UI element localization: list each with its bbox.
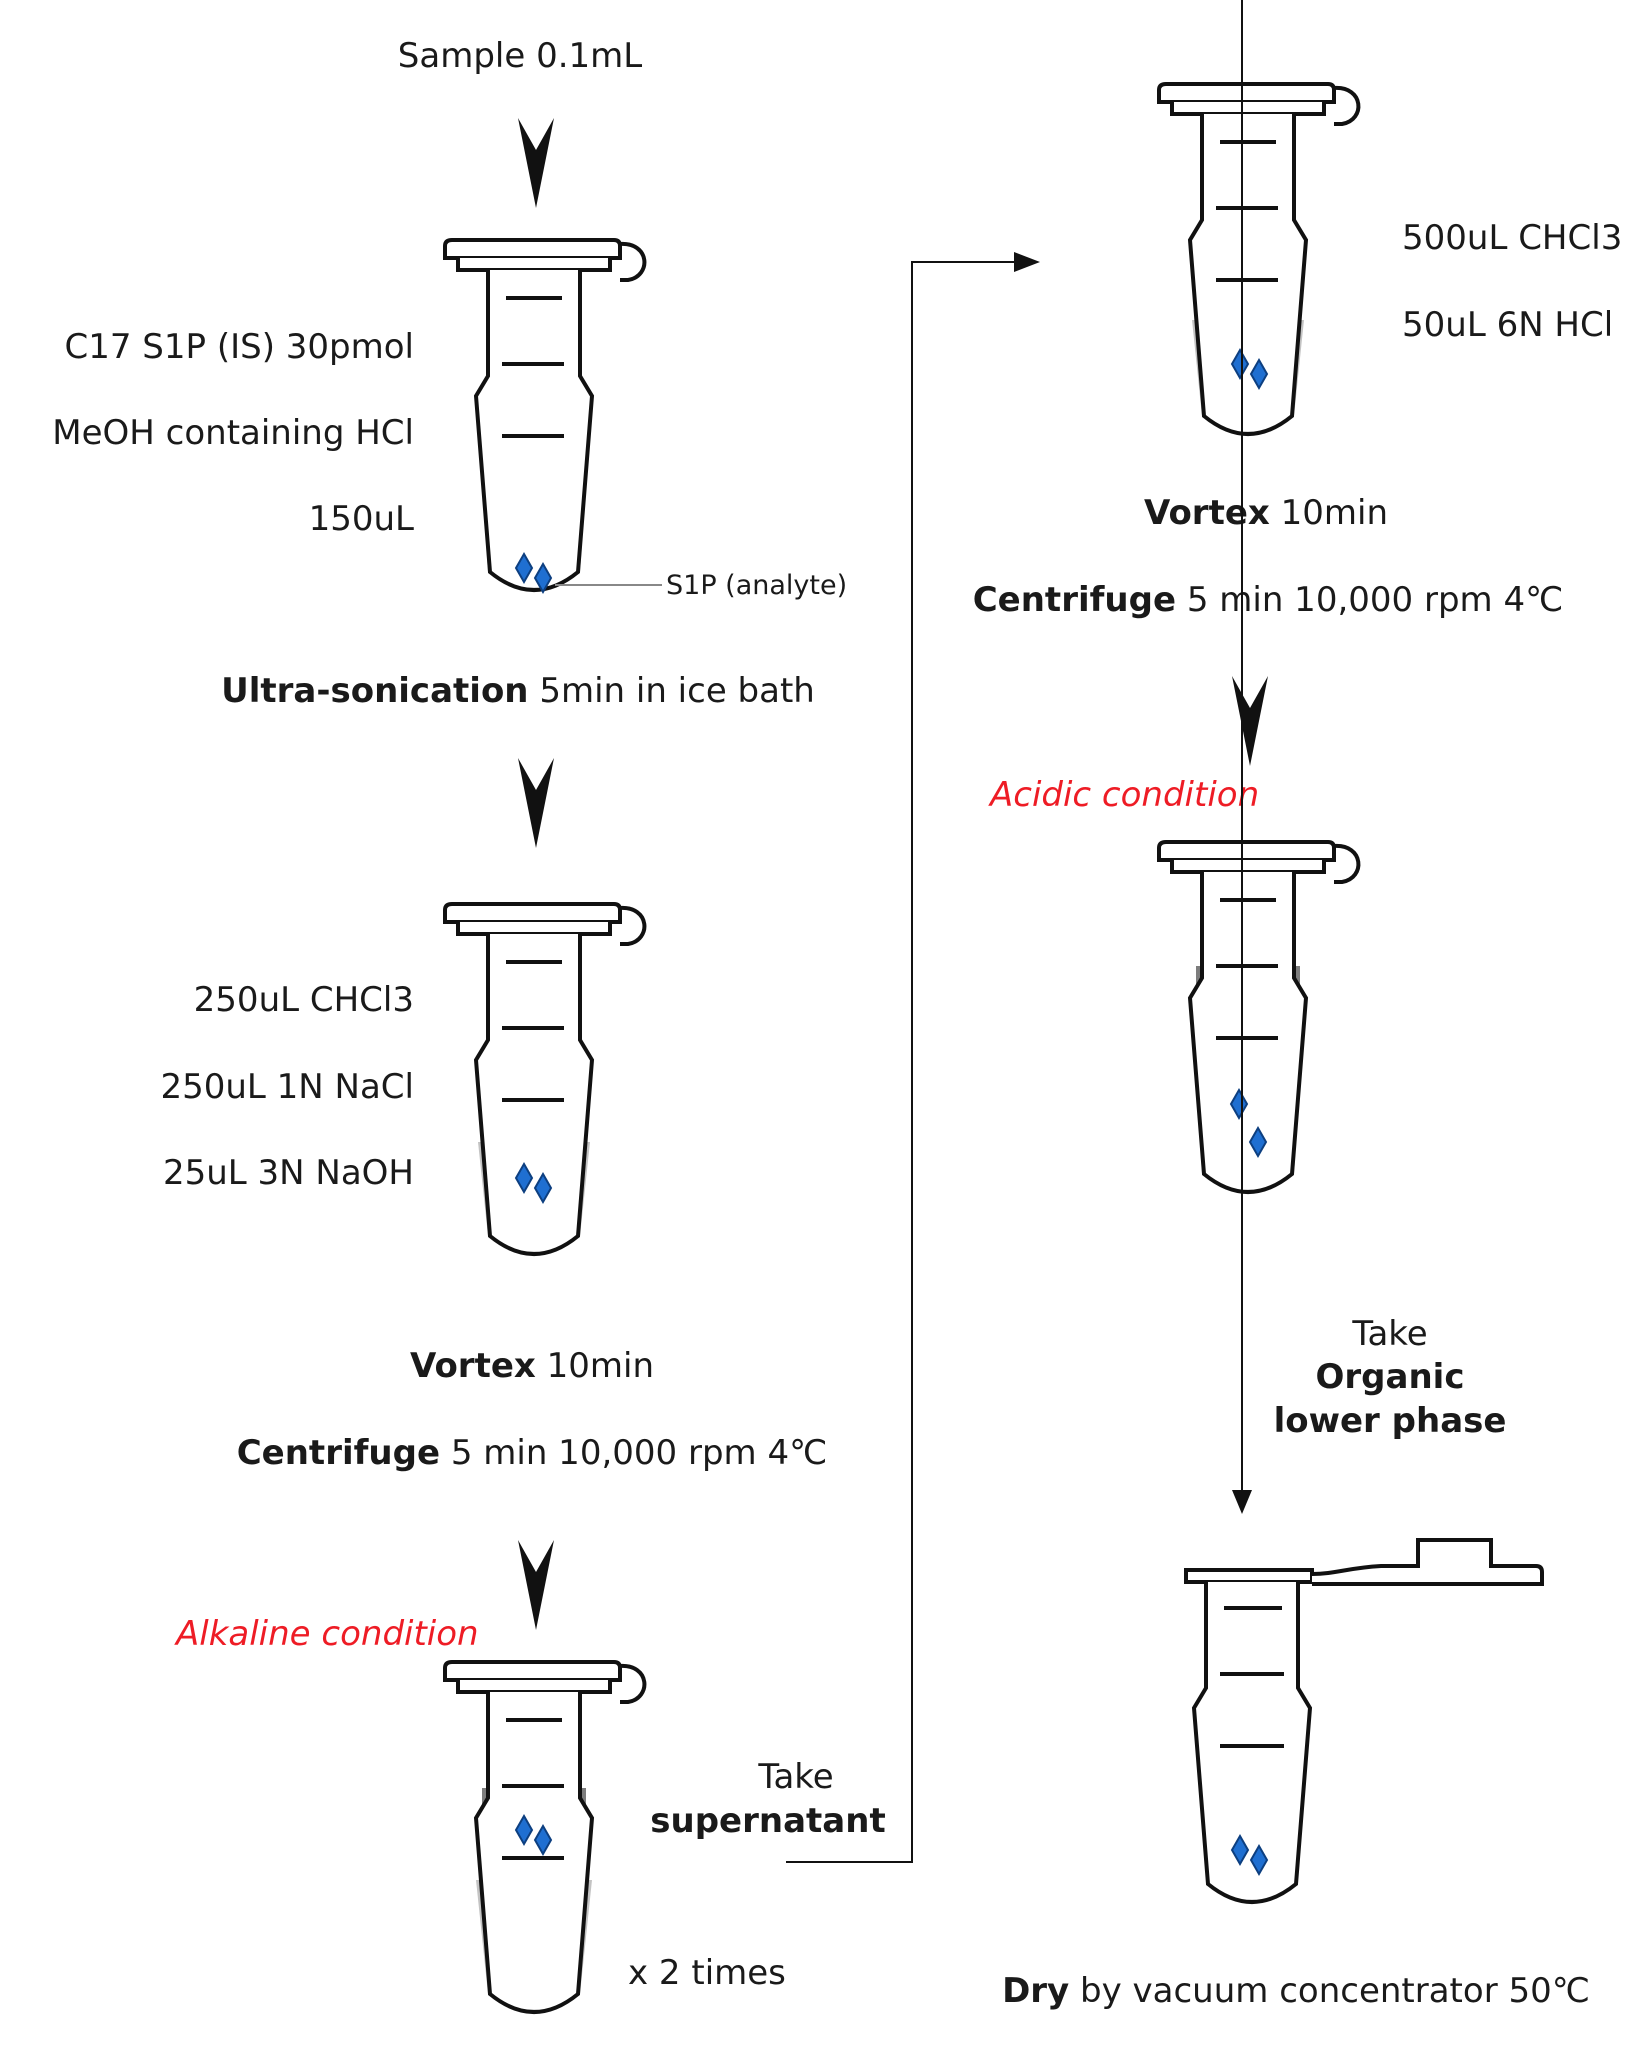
centrifuge-step-bold: Centrifuge — [237, 1433, 440, 1473]
vortex-step-bold: Vortex — [1144, 493, 1270, 533]
centrifuge-step-detail: 5 min 10,000 rpm 4℃ — [440, 1433, 827, 1473]
repeat-count-label: x 2 times — [628, 1953, 786, 1993]
take-supernatant-label: Take — [757, 1757, 833, 1797]
microtube-icon — [1157, 840, 1361, 1194]
dry-step-label: Dry by vacuum concentrator 50℃ — [1002, 1971, 1590, 2011]
reagent-label-is: C17 S1P (IS) 30pmol — [65, 327, 415, 367]
reagent-label-nacl: 250uL 1N NaCl — [160, 1067, 414, 1107]
supernatant-label: supernatant — [650, 1801, 885, 1841]
reagent-label-chcl3: 250uL CHCl3 — [194, 980, 414, 1020]
centrifuge-step-detail: 5 min 10,000 rpm 4℃ — [1176, 580, 1563, 620]
down-arrow-head — [1232, 1490, 1252, 1514]
elbow-arrow — [786, 261, 1018, 1863]
sonication-step-bold: Ultra-sonication — [221, 671, 528, 711]
down-chevron-arrow — [518, 1540, 554, 1630]
dry-step-bold: Dry — [1002, 1971, 1069, 2011]
reagent-label-chcl3-500: 500uL CHCl3 — [1402, 218, 1622, 258]
sample-volume-label: Sample 0.1mL — [398, 36, 642, 76]
sonication-step-label: Ultra-sonication 5min in ice bath — [221, 671, 815, 711]
alkaline-condition-label: Alkaline condition — [174, 1614, 479, 1654]
microtube-icon — [443, 1660, 647, 2014]
dry-step-detail: by vacuum concentrator 50℃ — [1069, 1971, 1590, 2011]
vortex-step-bold: Vortex — [410, 1346, 536, 1386]
microtube-icon — [1184, 1538, 1544, 1904]
reagent-label-hcl: 50uL 6N HCl — [1402, 305, 1613, 345]
elbow-arrow-head — [1014, 252, 1040, 272]
reagent-label-volume: 150uL — [309, 499, 414, 539]
acidic-condition-label: Acidic condition — [988, 775, 1259, 815]
down-chevron-arrow — [518, 118, 554, 208]
centrifuge-step-label: Centrifuge 5 min 10,000 rpm 4℃ — [237, 1433, 828, 1473]
vortex-step-detail: 10min — [536, 1346, 654, 1386]
analyte-callout-label: S1P (analyte) — [666, 570, 847, 601]
microtube-icon — [1157, 82, 1361, 436]
vortex-step-label: Vortex 10min — [1144, 493, 1388, 533]
reagent-label-naoh: 25uL 3N NaOH — [163, 1153, 414, 1193]
down-chevron-arrow — [1232, 676, 1268, 766]
take-lower-phase-label: Take — [1351, 1314, 1427, 1354]
organic-label: Organic — [1316, 1357, 1465, 1397]
vortex-step-label: Vortex 10min — [410, 1346, 654, 1386]
centrifuge-step-bold: Centrifuge — [973, 580, 1176, 620]
microtube-icon — [443, 902, 647, 1256]
microtube-icon — [443, 238, 647, 592]
centrifuge-step-label: Centrifuge 5 min 10,000 rpm 4℃ — [973, 580, 1564, 620]
down-chevron-arrow — [518, 758, 554, 848]
lower-phase-label: lower phase — [1274, 1401, 1507, 1441]
sonication-step-detail: 5min in ice bath — [529, 671, 815, 711]
reagent-label-meoh: MeOH containing HCl — [52, 413, 414, 453]
vortex-step-detail: 10min — [1270, 493, 1388, 533]
